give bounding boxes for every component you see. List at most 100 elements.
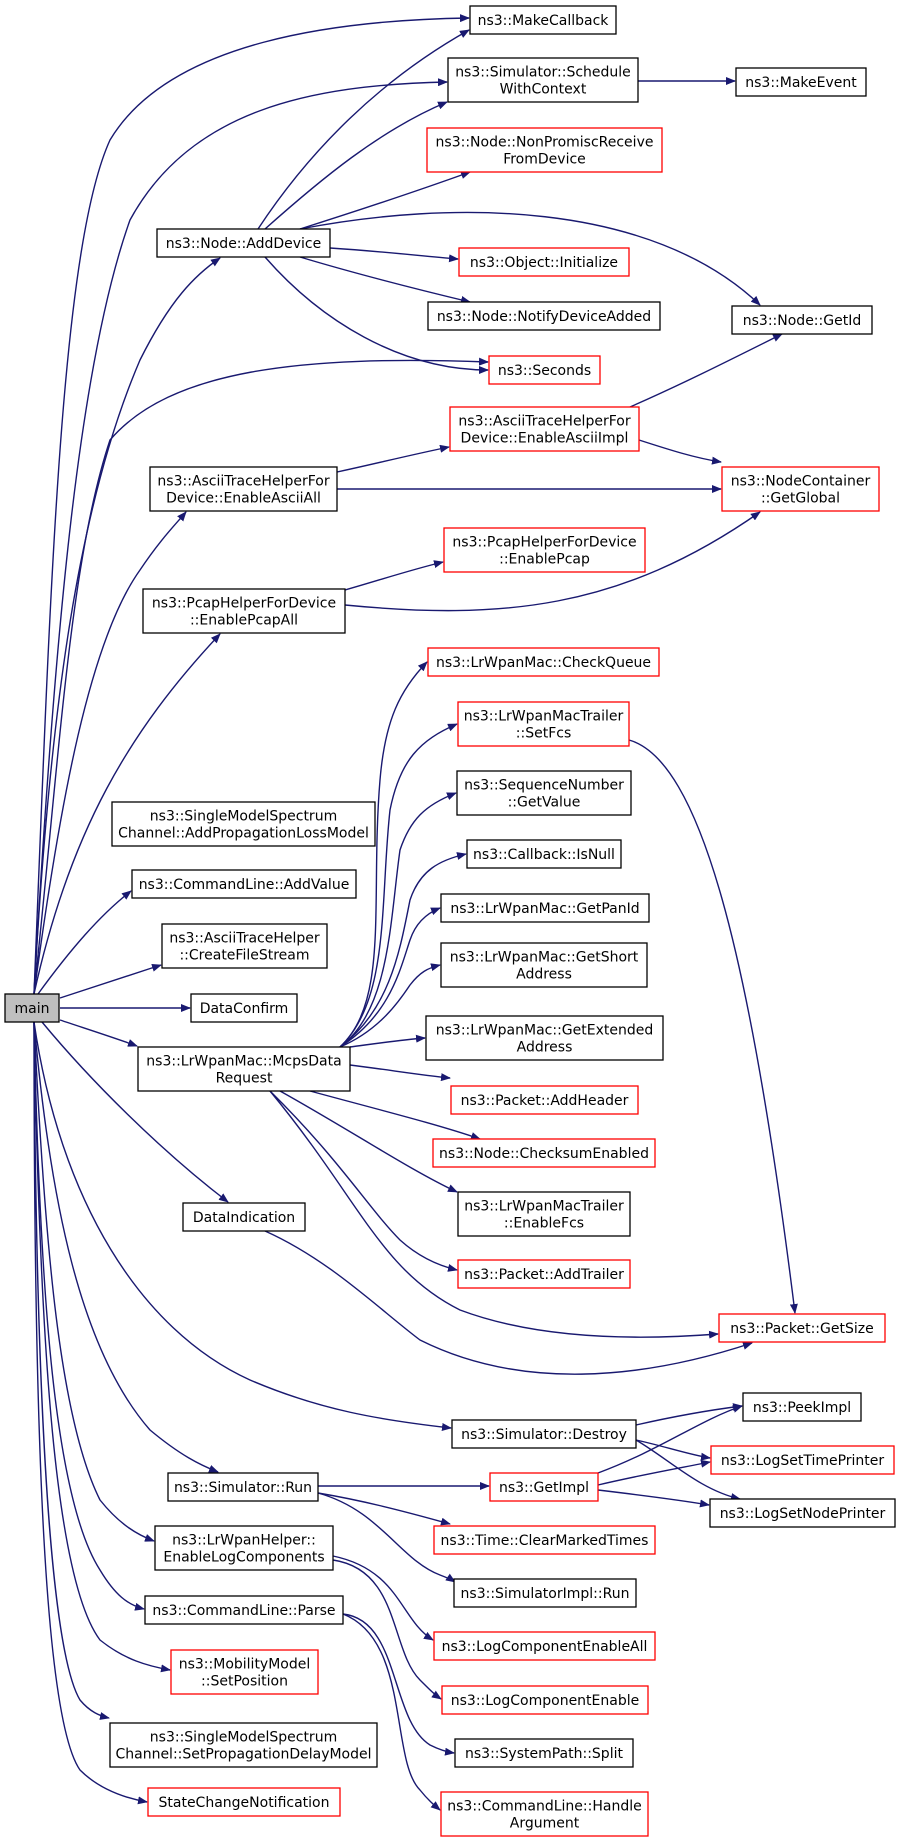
node-box	[426, 127, 663, 173]
node-box	[154, 1525, 334, 1571]
node-label-line: ns3::Node::GetId	[743, 313, 861, 329]
node-getid[interactable]: ns3::Node::GetId	[731, 305, 873, 335]
node-enablepcap[interactable]: ns3::PcapHelperForDevice::EnablePcap	[443, 527, 646, 573]
node-label-line: ns3::LrWpanMac::CheckQueue	[436, 655, 651, 671]
node-checkqueue[interactable]: ns3::LrWpanMac::CheckQueue	[427, 647, 660, 677]
node-lognode[interactable]: ns3::LogSetNodePrinter	[709, 1498, 896, 1528]
node-label-line: Channel::AddPropagationLossModel	[118, 826, 369, 842]
node-initialize[interactable]: ns3::Object::Initialize	[458, 247, 630, 277]
node-label-line: ns3::Time::ClearMarkedTimes	[441, 1533, 649, 1549]
node-getglobal[interactable]: ns3::NodeContainer::GetGlobal	[721, 466, 880, 512]
node-main[interactable]: main	[4, 993, 60, 1023]
node-box	[721, 466, 880, 512]
node-isnull[interactable]: ns3::Callback::IsNull	[466, 839, 622, 869]
node-asciiimpl[interactable]: ns3::AsciiTraceHelperForDevice::EnableAs…	[449, 406, 640, 452]
node-enablefcs[interactable]: ns3::LrWpanMacTrailer::EnableFcs	[457, 1191, 631, 1237]
node-logtime[interactable]: ns3::LogSetTimePrinter	[710, 1445, 895, 1475]
node-setpos[interactable]: ns3::MobilityModel::SetPosition	[170, 1649, 319, 1695]
edge-main-to-pcapall	[33, 633, 221, 995]
node-lrhelper[interactable]: ns3::LrWpanHelper::EnableLogComponents	[154, 1525, 334, 1571]
node-label-line: ns3::SequenceNumber	[464, 778, 624, 794]
edge-adddevice-to-notifydevice	[299, 256, 471, 304]
node-label-line: ns3::Object::Initialize	[470, 255, 618, 271]
node-addvalue[interactable]: ns3::CommandLine::AddValue	[131, 869, 357, 899]
node-pcapall[interactable]: ns3::PcapHelperForDevice::EnablePcapAll	[142, 588, 346, 634]
node-box	[488, 355, 601, 385]
node-dataconfirm[interactable]: DataConfirm	[190, 993, 298, 1023]
node-label-line: ns3::LogComponentEnable	[451, 1693, 639, 1709]
node-makeevent[interactable]: ns3::MakeEvent	[735, 67, 867, 97]
node-createfile[interactable]: ns3::AsciiTraceHelper::CreateFileStream	[161, 923, 328, 969]
node-label-line: ns3::GetImpl	[499, 1480, 589, 1496]
node-box	[451, 1419, 637, 1449]
node-addheader[interactable]: ns3::Packet::AddHeader	[450, 1085, 639, 1115]
node-adddevice[interactable]: ns3::Node::AddDevice	[156, 228, 331, 258]
node-seqgetvalue[interactable]: ns3::SequenceNumber::GetValue	[456, 770, 632, 816]
edge-mcps-to-isnull	[339, 852, 467, 1048]
node-label-line: ns3::LogSetTimePrinter	[721, 1453, 885, 1469]
node-label-line: ns3::MobilityModel	[179, 1657, 311, 1673]
node-clearmarked[interactable]: ns3::Time::ClearMarkedTimes	[433, 1525, 656, 1555]
node-getsize[interactable]: ns3::Packet::GetSize	[718, 1313, 886, 1343]
node-box	[441, 1685, 649, 1715]
node-addprop[interactable]: ns3::SingleModelSpectrumChannel::AddProp…	[111, 801, 376, 847]
edge-pcapall-to-enablepcap	[344, 560, 444, 591]
edge-mcps-to-getextended	[349, 1034, 426, 1048]
node-getpanid[interactable]: ns3::LrWpanMac::GetPanId	[440, 893, 650, 923]
node-logenable[interactable]: ns3::LogComponentEnable	[441, 1685, 649, 1715]
node-setfcs[interactable]: ns3::LrWpanMacTrailer::SetFcs	[457, 701, 630, 747]
node-parse[interactable]: ns3::CommandLine::Parse	[144, 1595, 344, 1625]
edge-adddevice-to-initialize	[329, 247, 459, 263]
node-box	[450, 1085, 639, 1115]
node-box	[190, 993, 298, 1023]
node-box	[433, 1525, 656, 1555]
node-box	[457, 701, 630, 747]
node-notifydevice[interactable]: ns3::Node::NotifyDeviceAdded	[427, 301, 661, 331]
node-makecallback[interactable]: ns3::MakeCallback	[469, 5, 617, 35]
node-label-line: Device::EnableAsciiAll	[166, 491, 321, 507]
node-label-line: ns3::CommandLine::Handle	[447, 1799, 641, 1815]
node-seconds[interactable]: ns3::Seconds	[488, 355, 601, 385]
node-box	[111, 801, 376, 847]
node-destroy[interactable]: ns3::Simulator::Destroy	[451, 1419, 637, 1449]
node-setdelay[interactable]: ns3::SingleModelSpectrumChannel::SetProp…	[109, 1722, 378, 1768]
edge-main-to-asciiall	[33, 511, 187, 995]
node-asciiall[interactable]: ns3::AsciiTraceHelperForDevice::EnableAs…	[149, 466, 338, 512]
edge-lrhelper-to-logenable	[332, 1559, 442, 1700]
edge-run-to-clearmarked	[317, 1492, 451, 1526]
node-dataind[interactable]: DataIndication	[182, 1202, 306, 1232]
node-split[interactable]: ns3::SystemPath::Split	[454, 1738, 634, 1768]
edge-main-to-parse	[33, 1021, 145, 1611]
edge-main-to-setdelay	[33, 1021, 110, 1720]
node-label-line: ns3::NodeContainer	[731, 474, 871, 490]
node-label-line: ::EnablePcap	[499, 552, 590, 568]
node-logenableall[interactable]: ns3::LogComponentEnableAll	[433, 1631, 656, 1661]
node-label-line: ns3::Simulator::Schedule	[455, 65, 631, 81]
node-getimpl[interactable]: ns3::GetImpl	[489, 1472, 599, 1502]
edge-run-to-simimplrun	[317, 1492, 456, 1583]
node-label-line: ns3::Node::NonPromiscReceive	[436, 135, 654, 151]
edge-adddevice-to-getid	[299, 211, 761, 306]
node-box	[432, 1138, 656, 1168]
node-peekimpl[interactable]: ns3::PeekImpl	[742, 1392, 862, 1422]
node-box	[425, 1015, 664, 1061]
node-addtrailer[interactable]: ns3::Packet::AddTrailer	[457, 1259, 631, 1289]
node-label-line: ns3::Callback::IsNull	[473, 847, 615, 863]
edge-dataind-to-getsize	[264, 1230, 753, 1375]
node-run[interactable]: ns3::Simulator::Run	[167, 1472, 319, 1502]
node-box	[131, 869, 357, 899]
node-checksum[interactable]: ns3::Node::ChecksumEnabled	[432, 1138, 656, 1168]
node-box	[142, 588, 346, 634]
edge-destroy-to-lognode	[635, 1439, 741, 1501]
node-simimplrun[interactable]: ns3::SimulatorImpl::Run	[453, 1578, 637, 1608]
node-box	[710, 1445, 895, 1475]
node-statechange[interactable]: StateChangeNotification	[147, 1787, 341, 1817]
call-nodes: main ns3::MakeCallbackns3::Simulator::Sch…	[4, 5, 896, 1837]
edge-mcps-to-getshort	[339, 963, 441, 1048]
